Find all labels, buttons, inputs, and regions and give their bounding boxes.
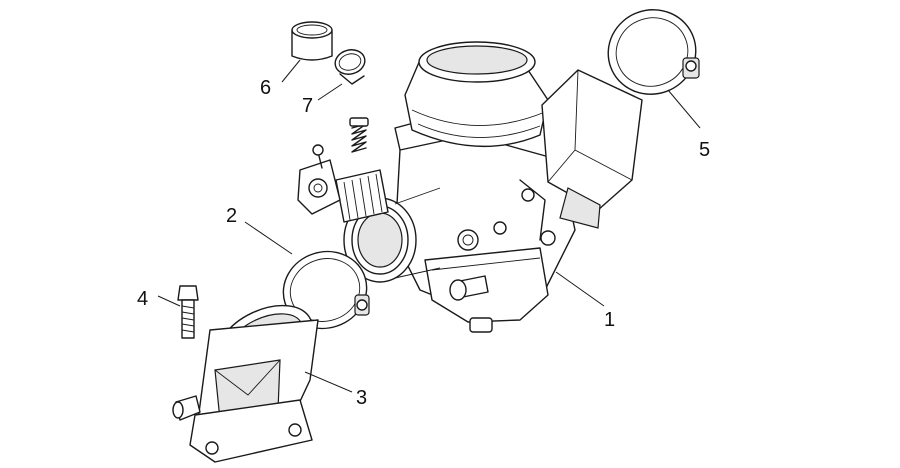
callout-1: 1	[604, 309, 615, 331]
part-2-hose-clamp	[282, 250, 370, 330]
leader-lines	[157, 59, 701, 393]
part-3-intake-manifold	[172, 304, 319, 463]
part-1-carburetor	[297, 41, 643, 333]
part-4-bolt	[177, 285, 199, 339]
part-6-sleeve	[291, 21, 333, 61]
callout-3: 3	[356, 387, 367, 409]
part-7-spring-clip	[334, 49, 366, 85]
callout-7: 7	[302, 95, 313, 117]
part-5-hose-clamp	[607, 9, 700, 95]
callout-5: 5	[699, 139, 710, 161]
callout-4: 4	[137, 288, 148, 310]
callout-2: 2	[226, 205, 237, 227]
callout-labels: 1 2 3 4 5 6 7	[137, 77, 710, 409]
callout-6: 6	[260, 77, 271, 99]
